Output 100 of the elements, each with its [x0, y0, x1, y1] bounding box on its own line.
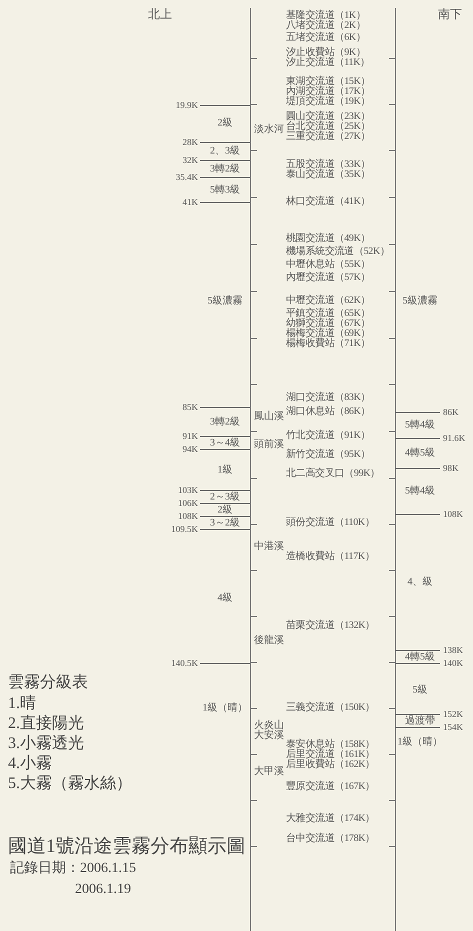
fog-level-label: 3～2級	[210, 516, 240, 528]
distance-label: 154K	[443, 722, 463, 732]
fog-level-label: 4、級	[408, 576, 432, 588]
interchange-label: 汐止交流道（11K）	[286, 58, 370, 68]
distance-label: 91K	[182, 430, 198, 442]
distance-label: 19.9K	[176, 100, 198, 110]
fog-level-label: 1級	[218, 464, 232, 476]
river-label: 後龍溪	[254, 636, 284, 646]
legend-item: 3.小霧透光	[8, 734, 84, 754]
interchange-label: 內壢交流道（57K）	[286, 273, 370, 283]
fog-level-label: 2～3級	[210, 490, 240, 502]
fog-level-label: 5級	[412, 684, 428, 696]
distance-label: 103K	[178, 484, 198, 496]
interchange-label: 三義交流道（150K）	[286, 703, 375, 713]
interchange-label: 中壢交流道（62K）	[286, 296, 370, 306]
river-label: 淡水河	[254, 125, 284, 135]
interchange-label: 堤頂交流道（19K）	[286, 97, 370, 107]
interchange-label: 造橋收費站（117K）	[286, 552, 375, 562]
interchange-label: 楊梅收費站（71K）	[286, 339, 370, 349]
interchange-label: 機場系統交流道（52K）	[286, 247, 390, 257]
interchange-label: 平鎮交流道（65K）	[286, 309, 370, 319]
interchange-label: 豐原交流道（167K）	[286, 782, 375, 792]
interchange-label: 湖口休息站（86K）	[286, 407, 370, 417]
distance-label: 98K	[443, 462, 458, 474]
interchange-label: 五股交流道（33K）	[286, 160, 370, 170]
fog-level-label: 3轉2級	[210, 416, 240, 428]
interchange-label: 苗栗交流道（132K）	[286, 621, 375, 631]
fog-level-label: 4轉5級	[405, 447, 435, 459]
fog-level-label: 3～4級	[210, 436, 240, 448]
distance-label: 35.4K	[176, 172, 198, 182]
distance-label: 85K	[182, 402, 198, 412]
legend-item: 1.晴	[8, 694, 36, 714]
interchange-label: 新竹交流道（95K）	[286, 450, 370, 460]
interchange-label: 汐止收費站（9K）	[286, 48, 366, 58]
fog-level-label: 3轉2級	[210, 162, 240, 174]
interchange-label: 楊梅交流道（69K）	[286, 329, 370, 339]
distance-label: 152K	[443, 708, 463, 720]
distance-label: 140.5K	[171, 658, 198, 668]
river-label: 大甲溪	[254, 767, 284, 777]
fog-level-label: 5級濃霧	[402, 295, 438, 307]
interchange-label: 台北交流道（25K）	[286, 122, 370, 132]
interchange-label: 竹北交流道（91K）	[286, 431, 370, 441]
river-label: 中港溪	[254, 542, 284, 552]
interchange-label: 東湖交流道（15K）	[286, 77, 370, 87]
interchange-label: 八堵交流道（2K）	[286, 21, 366, 31]
distance-label: 106K	[178, 498, 198, 508]
river-label: 大安溪	[254, 731, 284, 741]
interchange-label: 林口交流道（41K）	[286, 197, 370, 207]
distance-label: 138K	[443, 644, 463, 656]
interchange-label: 頭份交流道（110K）	[286, 518, 375, 528]
interchange-label: 內湖交流道（17K）	[286, 87, 370, 97]
interchange-label: 台中交流道（178K）	[286, 834, 375, 844]
fog-level-label: 5轉4級	[405, 485, 435, 497]
distance-label: 41K	[182, 196, 198, 208]
distance-label: 28K	[182, 136, 198, 148]
interchange-label: 北二高交叉口（99K）	[286, 469, 380, 479]
fog-level-label: 5級濃霧	[208, 295, 242, 307]
fog-level-label: 1級（晴）	[398, 736, 442, 748]
distance-label: 94K	[182, 444, 198, 454]
river-label: 頭前溪	[254, 440, 284, 450]
interchange-label: 三重交流道（27K）	[286, 132, 370, 142]
date-label: 記錄日期：2006.1.15	[10, 860, 136, 878]
fog-level-label: 過渡帶	[405, 714, 435, 726]
interchange-label: 五堵交流道（6K）	[286, 33, 366, 43]
distance-label: 32K	[182, 154, 198, 166]
interchange-label: 湖口交流道（83K）	[286, 393, 370, 403]
fog-level-label: 4級	[218, 592, 232, 604]
direction-label: 南下	[438, 8, 462, 22]
date-label: 2006.1.19	[75, 882, 131, 898]
legend-item: 雲霧分級表	[8, 674, 88, 692]
legend-item: 5.大霧（霧水絲）	[8, 774, 132, 794]
fog-level-label: 5轉4級	[405, 419, 435, 431]
interchange-label: 桃園交流道（49K）	[286, 234, 370, 244]
legend-item: 4.小霧	[8, 754, 52, 774]
distance-label: 140K	[443, 658, 463, 668]
interchange-label: 大雅交流道（174K）	[286, 814, 375, 824]
interchange-label: 中壢休息站（55K）	[286, 260, 370, 270]
distance-label: 109.5K	[171, 524, 198, 534]
diagram-title: 國道1號沿途雲霧分布顯示圖	[8, 836, 246, 858]
fog-level-label: 2級	[218, 117, 232, 129]
interchange-label: 后里交流道（161K）	[286, 750, 375, 760]
interchange-label: 后里收費站（162K）	[286, 760, 375, 770]
interchange-label: 幼獅交流道（67K）	[286, 319, 370, 329]
fog-level-label: 1級（晴）	[202, 702, 248, 714]
interchange-label: 基隆交流道（1K）	[286, 11, 366, 21]
distance-label: 108K	[443, 508, 463, 520]
distance-label: 86K	[443, 406, 458, 418]
interchange-label: 泰安休息站（158K）	[286, 740, 375, 750]
distance-label: 108K	[178, 510, 198, 522]
direction-label: 北上	[148, 8, 172, 22]
river-label: 鳳山溪	[254, 412, 284, 422]
interchange-label: 圓山交流道（23K）	[286, 112, 370, 122]
legend-item: 2.直接陽光	[8, 714, 84, 734]
fog-level-label: 4轉5級	[405, 650, 435, 662]
distance-label: 91.6K	[443, 432, 466, 444]
fog-level-label: 2、3級	[210, 145, 240, 157]
interchange-label: 泰山交流道（35K）	[286, 170, 370, 180]
fog-level-label: 5轉3級	[210, 184, 240, 196]
river-label: 火炎山	[254, 721, 284, 731]
fog-level-label: 2級	[218, 504, 232, 516]
